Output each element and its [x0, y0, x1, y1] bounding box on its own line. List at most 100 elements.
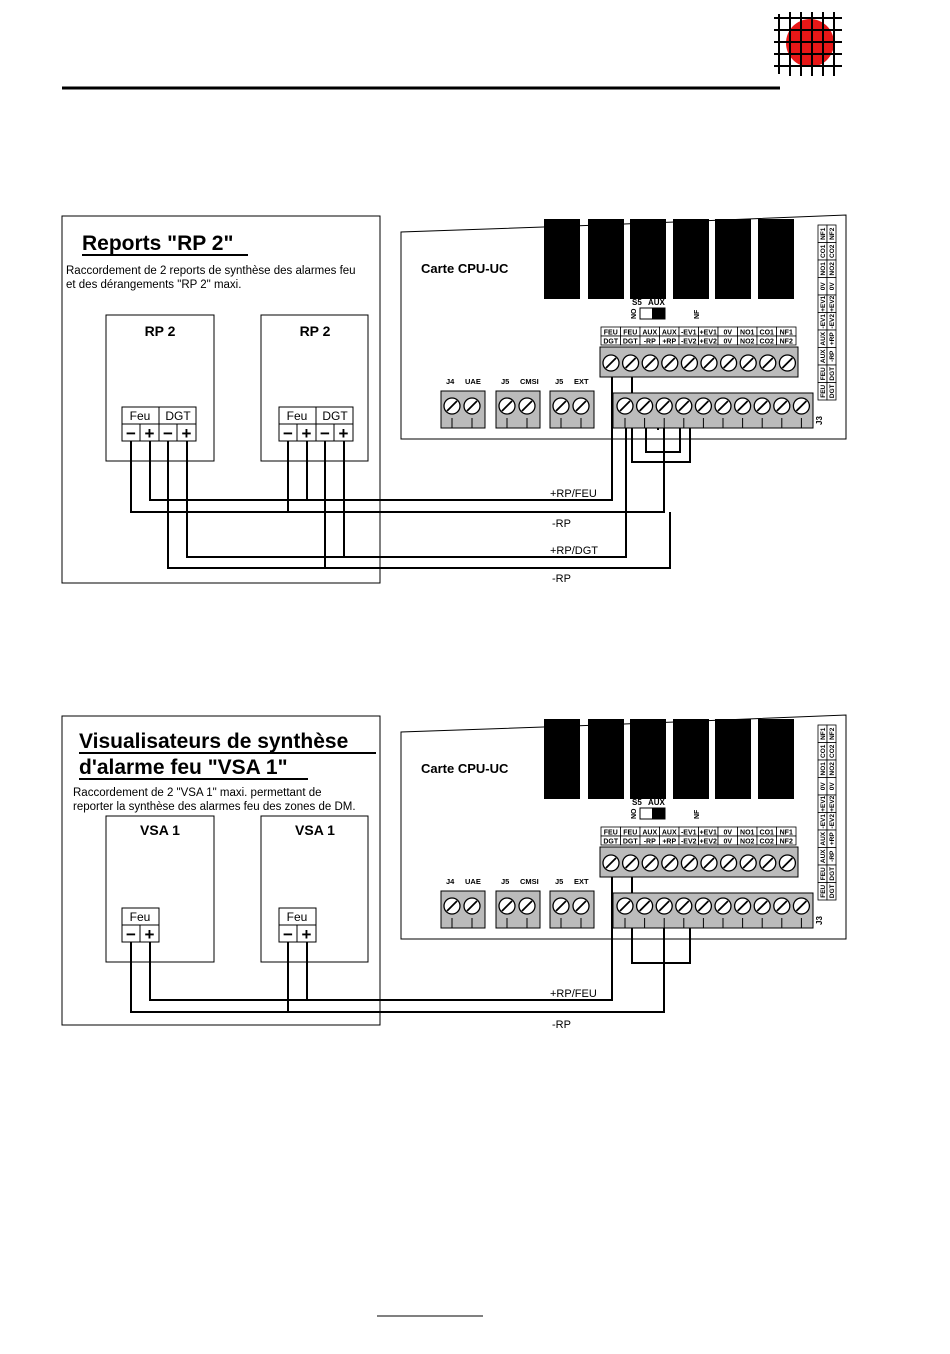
- plus-icon: +: [302, 925, 312, 944]
- terminal-label: AUX: [642, 830, 657, 837]
- screw-terminal-icon: [616, 397, 634, 415]
- terminal-label: CO2: [829, 744, 836, 758]
- plus-icon: +: [182, 424, 192, 443]
- wiring: [130, 873, 691, 1013]
- screw-terminal-icon: [739, 854, 757, 872]
- terminal-label: NO2: [829, 762, 836, 776]
- connector-label: UAE: [465, 377, 481, 386]
- terminal-label: AUX: [820, 849, 827, 863]
- screw-terminal-icon: [655, 397, 673, 415]
- terminal-label: 0V: [723, 330, 732, 337]
- terminal-label: -RP: [829, 850, 836, 862]
- screw-terminal-icon: [759, 854, 777, 872]
- section-frame: [61, 715, 381, 1026]
- terminal-label: FEU: [820, 884, 827, 897]
- terminal-label: DGT: [603, 839, 619, 846]
- wire-label: -RP: [552, 518, 571, 530]
- terminal-label: NO2: [740, 339, 755, 346]
- section-description: Raccordement de 2 reports de synthèse de…: [66, 265, 356, 277]
- minus-icon: −: [126, 925, 136, 944]
- screw-terminal-icon: [694, 897, 713, 915]
- connector-label: J5: [555, 877, 563, 886]
- screw-terminal-icon: [714, 397, 732, 415]
- screw-terminal-icon: [680, 354, 699, 372]
- relay-block: [758, 219, 794, 299]
- device-rp2-2: RP 2 Feu DGT − + − +: [260, 314, 369, 462]
- switch-label: AUX: [648, 798, 666, 807]
- terminal-label: NO1: [740, 830, 755, 837]
- screw-terminal-icon: [792, 397, 811, 415]
- terminal-label: +EV2: [829, 795, 836, 811]
- screw-terminal-icon: [719, 854, 738, 872]
- minus-icon: −: [320, 424, 330, 443]
- relay-block: [715, 719, 751, 799]
- terminal-label: CO1: [820, 744, 827, 758]
- screw-terminal-icon: [518, 397, 536, 415]
- terminal-label: +RP: [829, 332, 836, 345]
- terminal-label: DGT: [829, 367, 836, 381]
- screw-terminal-icon: [498, 397, 516, 415]
- terminal-label: -EV1: [820, 314, 827, 329]
- connector-label: J4: [446, 377, 455, 386]
- connector-label: J4: [446, 877, 455, 886]
- terminal-label: AUX: [820, 349, 827, 363]
- terminal-group-label: Feu: [130, 409, 151, 423]
- connector-label: EXT: [574, 377, 589, 386]
- screw-terminal-icon: [621, 354, 640, 372]
- terminal-label: DGT: [829, 867, 836, 881]
- terminal-label: NO2: [740, 839, 755, 846]
- terminal-label: DGT: [829, 384, 836, 398]
- relay-block: [630, 219, 666, 299]
- terminal-label: NO1: [740, 330, 755, 337]
- terminal-label: +EV2: [700, 339, 717, 346]
- screw-terminal-icon: [443, 397, 461, 415]
- terminal-group-label: Feu: [287, 910, 308, 924]
- terminal-label: NO2: [829, 262, 836, 276]
- switch-label: NO: [631, 808, 638, 819]
- device-vsa1-1: VSA 1 Feu − +: [105, 815, 215, 963]
- terminal-label: -EV1: [681, 330, 697, 337]
- terminal-label: DGT: [623, 839, 639, 846]
- connector-label: J3: [815, 916, 824, 925]
- screw-terminal-icon: [700, 354, 718, 372]
- section-description: Raccordement de 2 "VSA 1" maxi. permetta…: [73, 787, 322, 799]
- terminal-label: NF1: [820, 727, 827, 740]
- screw-terminal-icon: [739, 354, 757, 372]
- wire-label: -RP: [552, 1019, 571, 1031]
- relay-block: [544, 719, 580, 799]
- screw-terminal-icon: [680, 854, 699, 872]
- connector-label: CMSI: [520, 377, 539, 386]
- terminal-label: NF2: [829, 727, 836, 740]
- terminal-label: FEU: [820, 367, 827, 380]
- terminal-label: NO1: [820, 762, 827, 776]
- terminal-label: -EV1: [820, 814, 827, 829]
- screw-terminal-icon: [635, 397, 654, 415]
- terminal-label: NF1: [780, 330, 793, 337]
- terminal-label: DGT: [829, 884, 836, 898]
- screw-terminal-icon: [463, 897, 481, 915]
- relay-block: [673, 719, 709, 799]
- plus-icon: +: [339, 424, 349, 443]
- terminal-label: AUX: [820, 331, 827, 345]
- connector-label: EXT: [574, 877, 589, 886]
- section-title: Visualisateurs de synthèse: [79, 730, 348, 753]
- logo-icon: [774, 12, 842, 76]
- switch-label: NO: [631, 308, 638, 319]
- plus-icon: +: [145, 424, 155, 443]
- device-vsa1-2: VSA 1 Feu − +: [260, 815, 369, 963]
- screw-terminal-icon: [773, 897, 791, 915]
- terminal-label: +EV2: [700, 839, 717, 846]
- terminal-label: NF1: [820, 227, 827, 240]
- terminal-label: DGT: [603, 339, 619, 346]
- terminal-label: 0V: [723, 839, 732, 846]
- minus-icon: −: [163, 424, 173, 443]
- connector-label: J5: [501, 877, 509, 886]
- screw-terminal-icon: [552, 397, 570, 415]
- terminal-label: +RP: [662, 339, 676, 346]
- terminal-label: -EV2: [681, 839, 697, 846]
- terminal-label: +EV1: [700, 830, 717, 837]
- relay-block: [588, 219, 624, 299]
